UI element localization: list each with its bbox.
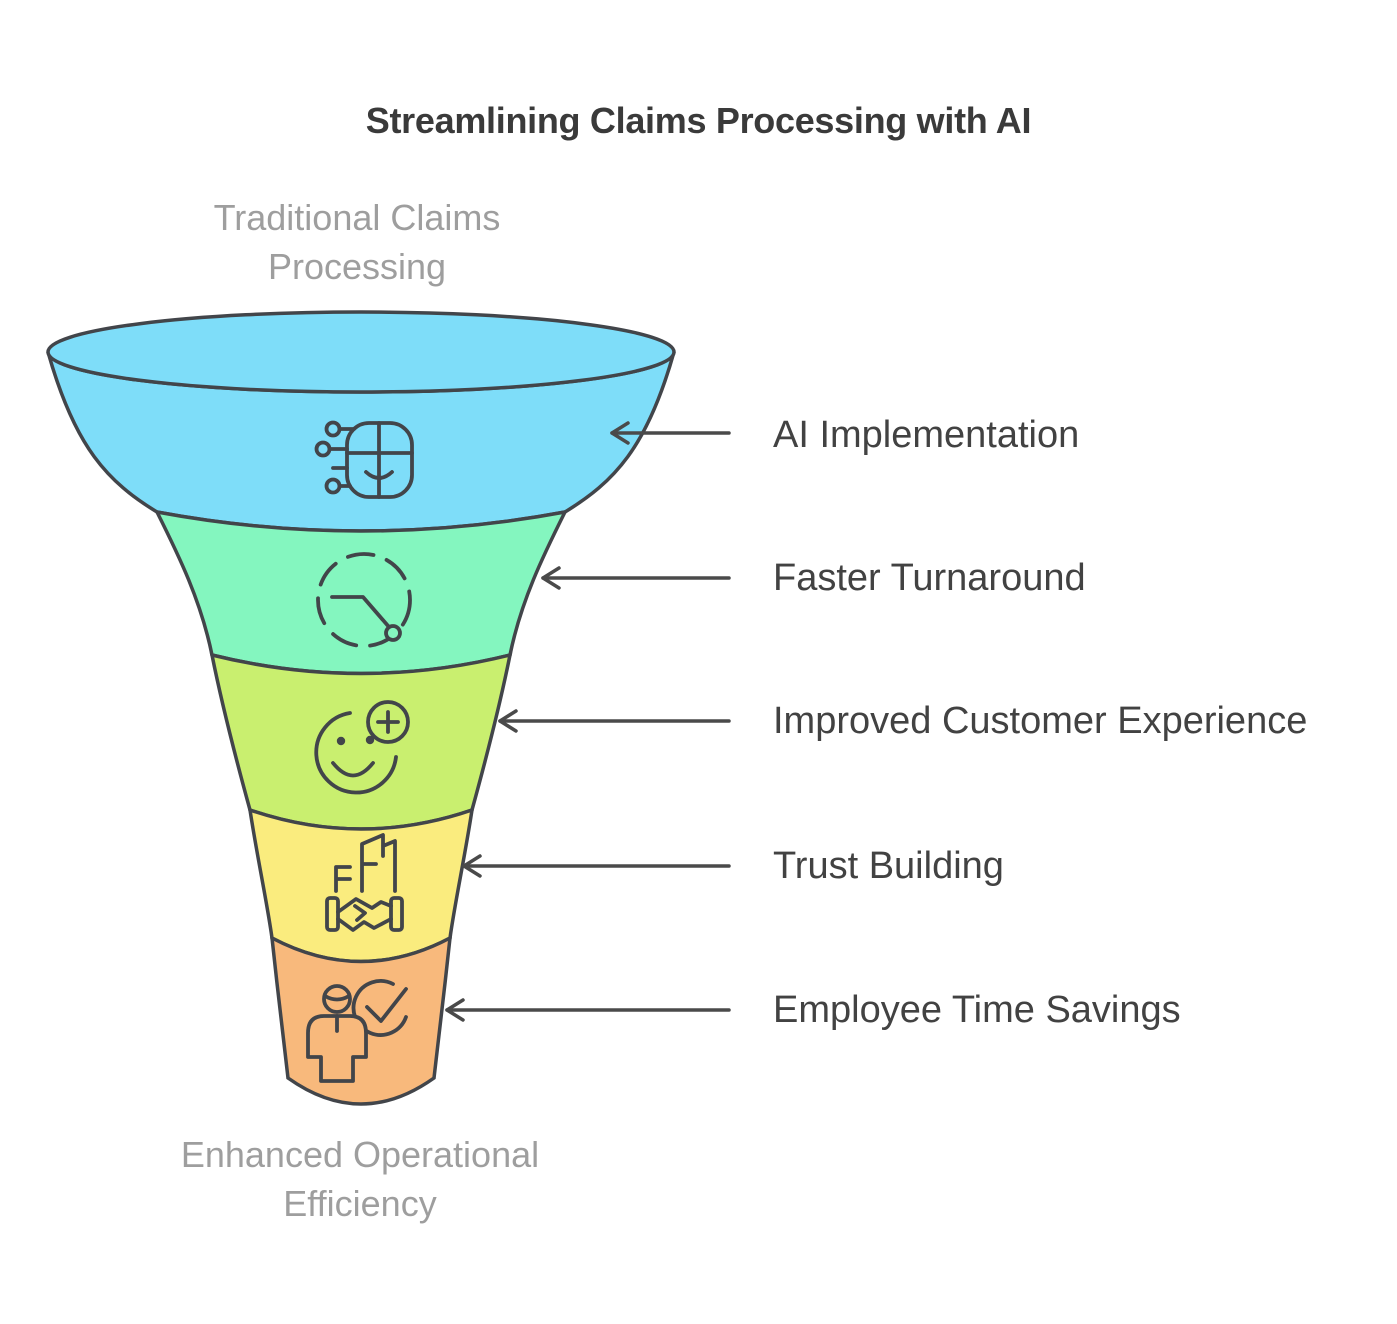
building-handshake-icon [325,833,404,932]
arrow-head [462,854,482,878]
funnel-stage-improved-customer-experience [209,652,513,831]
clock-dashed-ring [316,552,412,648]
page-title: Streamlining Claims Processing with AI [365,100,1032,141]
person-check-icon [306,979,408,1083]
smiley-eye [336,736,346,746]
funnel-top-label: Traditional Claims Processing [213,197,501,287]
handshake-hands [336,897,393,932]
building-towers [360,833,397,893]
clock-end-dot [384,624,402,642]
arrow-trust-building [462,854,731,878]
funnel-stage-faster-turnaround [153,509,569,676]
brain-smile-line [364,470,394,480]
funnel-top-opening [46,310,676,394]
brain-grid-lines [345,421,414,499]
handshake-right-sleeve [389,896,404,932]
clock-hands [330,595,391,629]
arrow-ai-implementation [610,421,731,445]
arrow-head [445,998,465,1022]
arrow-head [610,421,630,445]
clock-icon [316,552,412,648]
smiley-mouth [331,761,375,778]
handshake-left-sleeve [325,896,340,932]
funnel-bottom-label: Enhanced Operational Efficiency [180,1134,540,1224]
stage-label-faster-turnaround: Faster Turnaround [773,556,1086,599]
ai-circuit-brain-icon [314,420,414,499]
arrow-improved-customer-experience [498,709,731,733]
stage-label-trust-building: Trust Building [773,844,1004,887]
arrow-faster-turnaround [541,566,731,590]
smiley-plus-icon [314,700,410,795]
person-beret-line [323,994,351,1002]
check-mark [365,987,408,1023]
stage-label-ai-implementation: AI Implementation [773,413,1080,456]
stage-label-employee-time-savings: Employee Time Savings [773,988,1181,1031]
smiley-face-arc [314,711,398,795]
arrow-head [541,566,561,590]
building-left-wing [334,865,352,893]
plus-sign [376,710,400,734]
person-body [306,1014,368,1083]
arrow-head [498,709,518,733]
smiley-eye [365,735,375,745]
arrow-employee-time-savings [445,998,731,1022]
stage-label-improved-customer-experience: Improved Customer Experience [773,699,1308,742]
funnel-stages [46,310,676,1106]
